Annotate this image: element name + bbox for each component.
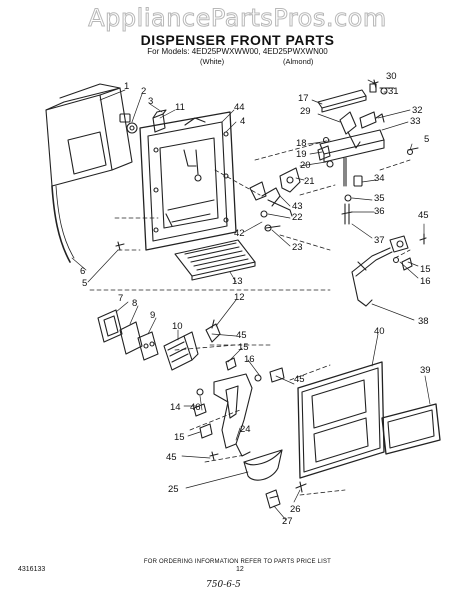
callout-13: 13 — [232, 276, 243, 287]
part-1-housing — [45, 83, 133, 263]
callout-22: 22 — [292, 212, 303, 223]
callout-12: 12 — [234, 292, 245, 303]
part-25-drip-cup — [243, 449, 283, 481]
callout-38: 38 — [418, 316, 429, 327]
callout-46: 46 — [190, 402, 201, 413]
callout-25: 25 — [168, 484, 179, 495]
callout-7: 7 — [118, 293, 123, 304]
part-7-8-9-lamp-lens — [97, 309, 159, 361]
callout-8: 8 — [132, 298, 137, 309]
callout-45-low: 45 — [166, 452, 177, 463]
part-26-27-fasteners — [265, 481, 307, 509]
callout-40: 40 — [374, 326, 385, 337]
models-line: For Models: 4ED25PWXWW00, 4ED25PWXWN00 — [147, 47, 328, 56]
part-30-31-screws — [369, 79, 395, 95]
diagram-title: DISPENSER FRONT PARTS — [140, 32, 335, 48]
callout-43: 43 — [292, 201, 303, 212]
watermark: AppliancePartsPros.com — [88, 4, 387, 33]
callout-34: 34 — [374, 173, 385, 184]
callout-15-mid: 15 — [238, 342, 249, 353]
part-4-dispenser-frame — [139, 111, 237, 251]
variant-almond: (Almond) — [283, 57, 314, 66]
callout-33: 33 — [410, 116, 421, 127]
callout-16-mid: 16 — [244, 354, 255, 365]
callout-21: 21 — [304, 176, 315, 187]
handwritten-note: 750-6-5 — [206, 580, 241, 590]
part-number: 4316133 — [18, 566, 46, 573]
callout-2: 2 — [141, 86, 146, 97]
part-43-22-42-23-pivot — [249, 181, 293, 232]
variant-white: (White) — [200, 57, 225, 66]
page-number: 12 — [236, 566, 244, 573]
leader-lines — [89, 139, 411, 496]
callout-44: 44 — [234, 102, 245, 113]
part-10-12-switch-housing — [163, 319, 221, 371]
part-39-inner-panel — [381, 403, 441, 455]
callout-16-right: 16 — [420, 276, 431, 287]
callout-42: 42 — [234, 228, 245, 239]
callout-32: 32 — [412, 105, 423, 116]
callout-1: 1 — [124, 81, 129, 92]
callout-18: 18 — [296, 138, 307, 149]
callout-5-left: 5 — [82, 278, 87, 289]
callout-45-mid: 45 — [236, 330, 247, 341]
callout-37: 37 — [374, 235, 385, 246]
callout-31: 31 — [388, 86, 399, 97]
callout-27: 27 — [282, 516, 293, 527]
callout-6: 6 — [80, 266, 85, 277]
part-24-actuator-paddle — [193, 373, 253, 461]
callout-45-paddle: 45 — [294, 374, 305, 385]
callout-labels: 1 2 3 11 44 4 17 30 31 29 32 33 5 18 19 … — [80, 71, 431, 527]
callout-11: 11 — [175, 102, 185, 113]
part-29-32-switch-bracket — [339, 111, 385, 149]
part-34-35-36-37-valve-linkage — [319, 129, 385, 225]
part-2-3-11-fittings — [119, 109, 167, 134]
callout-3: 3 — [148, 96, 153, 107]
callout-26: 26 — [290, 504, 301, 515]
callout-24: 24 — [240, 424, 251, 435]
callout-10: 10 — [172, 321, 183, 332]
part-18-19-20-21-levers — [279, 136, 334, 193]
callout-15-low: 15 — [174, 432, 185, 443]
callout-17: 17 — [298, 93, 309, 104]
ordering-info-footer: FOR ORDERING INFORMATION REFER TO PARTS … — [143, 559, 332, 565]
callout-20: 20 — [300, 160, 311, 171]
callout-19: 19 — [296, 149, 307, 160]
callout-45-right: 45 — [418, 210, 429, 221]
part-40-door-panel — [297, 361, 385, 479]
callout-30: 30 — [386, 71, 397, 82]
callout-leaders — [71, 79, 431, 521]
callout-29: 29 — [300, 106, 311, 117]
callout-15-right: 15 — [420, 264, 431, 275]
part-15-16-clips — [225, 256, 413, 383]
callout-39: 39 — [420, 365, 431, 376]
callout-5-right: 5 — [424, 134, 429, 145]
callout-9: 9 — [150, 310, 155, 321]
part-17-actuator-bar — [317, 89, 367, 113]
part-13-drip-grille — [174, 239, 256, 281]
callout-36: 36 — [374, 206, 385, 217]
callout-4: 4 — [240, 116, 245, 127]
callout-35: 35 — [374, 193, 385, 204]
callout-14: 14 — [170, 402, 181, 413]
callout-23: 23 — [292, 242, 303, 253]
part-38-lever-arm — [351, 235, 409, 307]
